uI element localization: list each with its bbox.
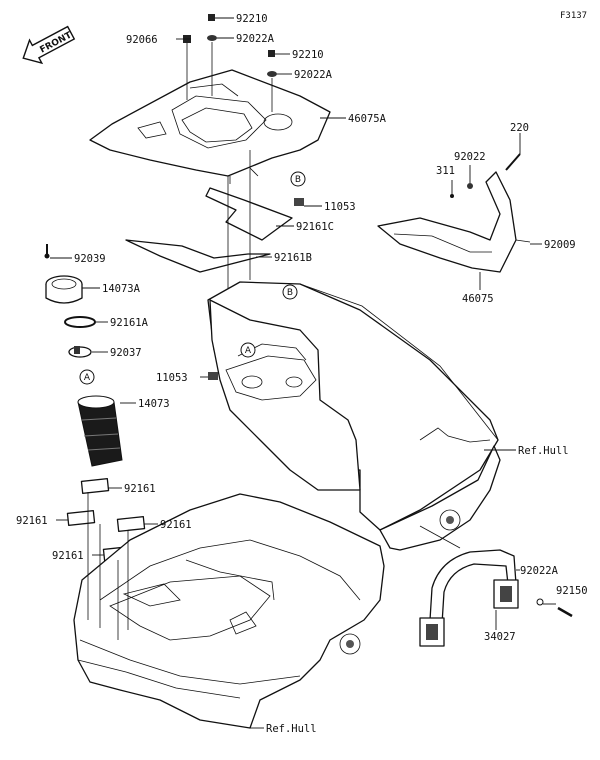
lower-hull bbox=[73, 493, 385, 729]
hose-14073 bbox=[77, 395, 123, 467]
pad-92161-b bbox=[66, 510, 96, 526]
label-92161-b: 92161 bbox=[16, 515, 48, 527]
label-46075: 46075 bbox=[462, 293, 494, 305]
label-92161B: 92161B bbox=[274, 252, 312, 264]
label-92210-top: 92210 bbox=[236, 13, 268, 25]
callout-b-upper: B bbox=[290, 171, 306, 206]
label-92161-a: 92161 bbox=[124, 483, 156, 495]
clip-11053-icon bbox=[208, 372, 218, 380]
svg-text:B: B bbox=[295, 175, 301, 185]
pad-92161-c bbox=[116, 516, 146, 532]
label-92022: 92022 bbox=[454, 151, 486, 163]
label-92022A-top: 92022A bbox=[236, 33, 275, 45]
bolt-92210-mid-icon bbox=[267, 50, 277, 112]
label-92161-d: 92161 bbox=[52, 550, 84, 562]
leader-lines bbox=[50, 17, 556, 729]
svg-text:B: B bbox=[287, 288, 293, 298]
label-92150: 92150 bbox=[556, 585, 588, 597]
cap-92039-icon bbox=[44, 244, 50, 259]
svg-text:A: A bbox=[245, 346, 252, 356]
filler-neck-14073A bbox=[45, 275, 83, 304]
label-92161A: 92161A bbox=[110, 317, 149, 329]
callout-b-hull: B bbox=[282, 284, 298, 300]
label-14073: 14073 bbox=[138, 398, 170, 410]
pad-92161-a bbox=[80, 478, 110, 494]
label-92022A-low: 92022A bbox=[520, 565, 559, 577]
bolt-92210-icon bbox=[207, 14, 217, 96]
part-labels: 92210 92066 92022A 92210 92022A 46075A 1… bbox=[16, 13, 588, 735]
label-92210-mid: 92210 bbox=[292, 49, 324, 61]
label-46075A: 46075A bbox=[348, 113, 387, 125]
label-311: 311 bbox=[436, 165, 455, 177]
label-92009: 92009 bbox=[544, 239, 576, 251]
label-92022A-mid: 92022A bbox=[294, 69, 333, 81]
label-11053-right: 11053 bbox=[324, 201, 356, 213]
washer-92022A-icon bbox=[536, 598, 544, 606]
label-34027: 34027 bbox=[484, 631, 516, 643]
label-92161-c: 92161 bbox=[160, 519, 192, 531]
clamp-92037-icon bbox=[68, 346, 92, 358]
label-92066: 92066 bbox=[126, 34, 158, 46]
label-92161C: 92161C bbox=[296, 221, 334, 233]
handle-34027 bbox=[419, 549, 519, 647]
callout-a-hull: A bbox=[240, 342, 256, 358]
deck-cover-46075 bbox=[377, 171, 531, 273]
front-arrow-icon: FRONT bbox=[22, 25, 76, 65]
svg-text:A: A bbox=[84, 373, 91, 383]
seal-92161B bbox=[125, 239, 271, 273]
label-92037: 92037 bbox=[110, 347, 142, 359]
label-ref-hull-bottom: Ref.Hull bbox=[266, 723, 317, 735]
label-11053-left: 11053 bbox=[156, 372, 188, 384]
bolt-92150-icon bbox=[557, 606, 573, 618]
seat-pan-46075A bbox=[89, 69, 331, 184]
label-220: 220 bbox=[510, 122, 529, 134]
figure-code: F3137 bbox=[560, 11, 587, 21]
seal-92161C bbox=[205, 187, 293, 241]
label-14073A: 14073A bbox=[102, 283, 141, 295]
label-ref-hull-right: Ref.Hull bbox=[518, 445, 569, 457]
bolt-220-icon bbox=[450, 153, 521, 198]
label-92039: 92039 bbox=[74, 253, 106, 265]
callout-a-left: A bbox=[79, 369, 95, 385]
oring-92161A-icon bbox=[64, 316, 96, 328]
